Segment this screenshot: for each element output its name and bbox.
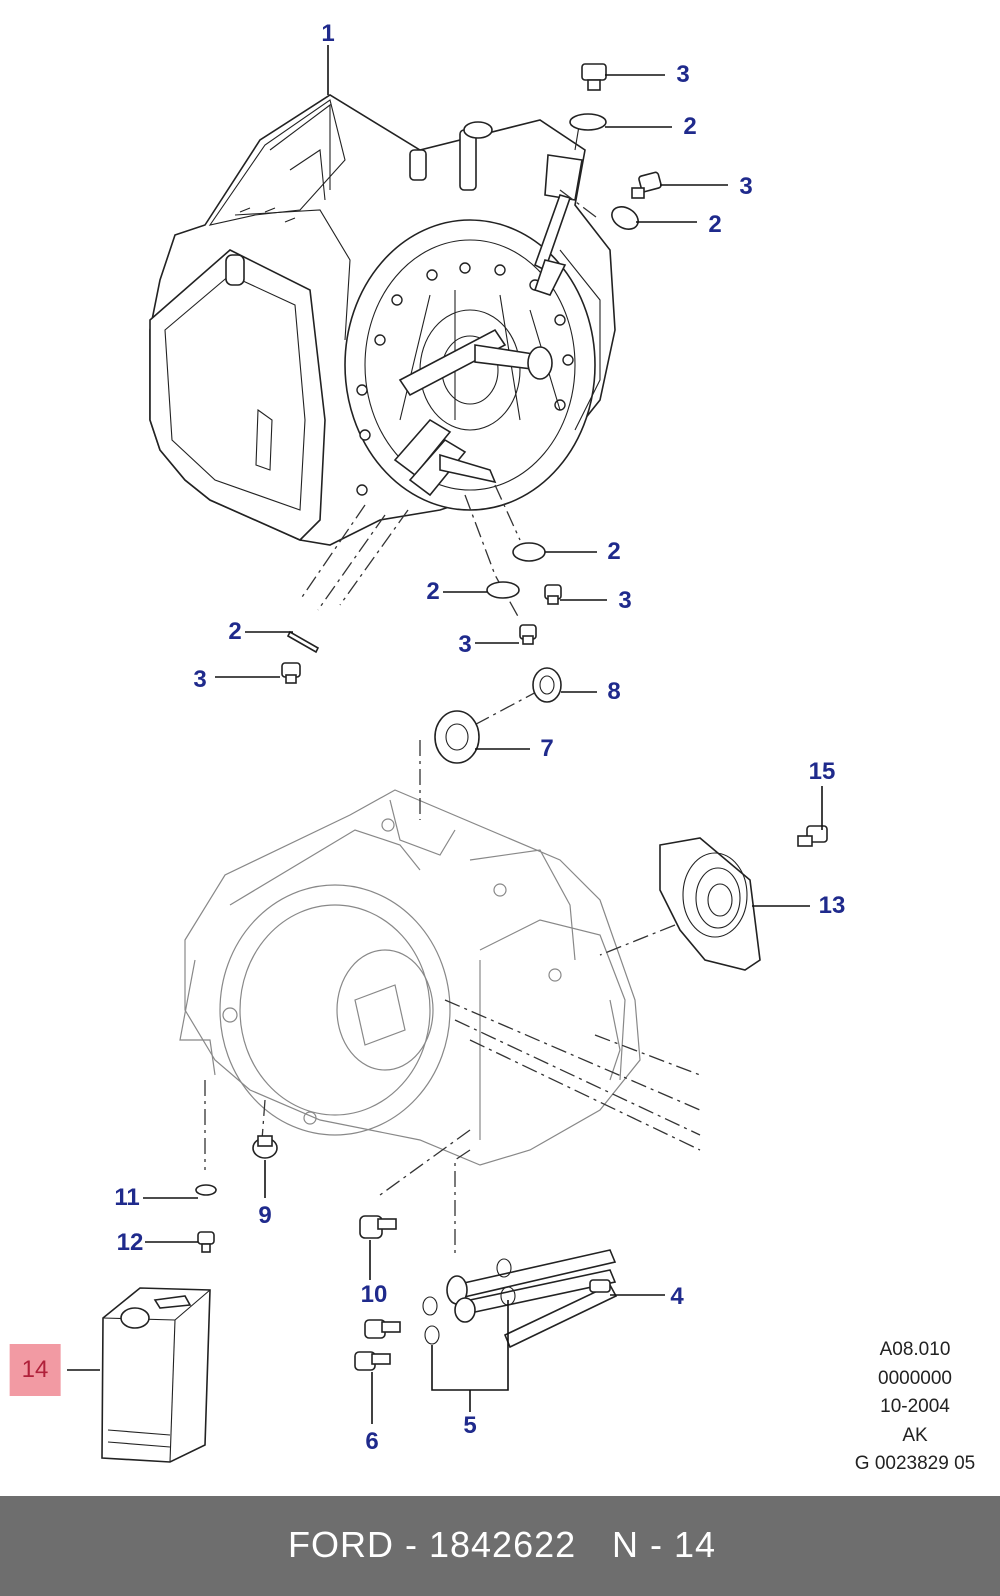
leader-lines [67,45,823,1424]
callout-3: 3 [458,631,472,658]
callout-9: 9 [258,1202,272,1229]
callout-10: 10 [360,1281,388,1308]
part-number-label: FORD - 1842622 [288,1524,577,1565]
callout-5: 5 [463,1412,477,1439]
drawing-number: 0000000 [878,1367,952,1389]
callout-1: 1 [321,20,335,47]
callout-2: 2 [708,211,722,238]
callout-13: 13 [818,892,846,919]
footer-bar: FORD - 1842622 N - 14 [0,1496,1000,1596]
drawing-date: 10-2004 [880,1396,950,1417]
assembly-centerlines [204,189,701,1255]
callout-2: 2 [426,578,440,605]
diagram-position-label: N - 14 [612,1524,717,1565]
drawing-code: A08.010 [879,1339,951,1360]
callout-14-highlighted: 14 [9,1344,61,1396]
callout-15: 15 [808,758,836,785]
callout-3: 3 [676,61,690,88]
callout-12: 12 [116,1229,144,1256]
callout-2: 2 [607,538,621,565]
lower-transmission-outline [179,789,641,1166]
callout-2: 2 [683,113,697,140]
callout-2: 2 [228,618,242,645]
small-parts [101,63,828,1463]
callout-3: 3 [739,173,753,200]
drawing-revision: AK [902,1424,928,1446]
callout-3: 3 [618,587,632,614]
exploded-parts-diagram [67,45,828,1463]
callout-8: 8 [607,678,621,705]
drawing-reference: G 0023829 05 [854,1453,976,1474]
callout-3: 3 [193,666,207,693]
callout-7: 7 [540,735,554,762]
callout-6: 6 [365,1428,379,1455]
drawing-info-block: A08.010 0000000 10-2004 AK G 0023829 05 [840,1336,990,1479]
callout-4: 4 [670,1283,684,1310]
upper-transmission-assembly [149,94,616,546]
callout-11: 11 [114,1184,140,1211]
